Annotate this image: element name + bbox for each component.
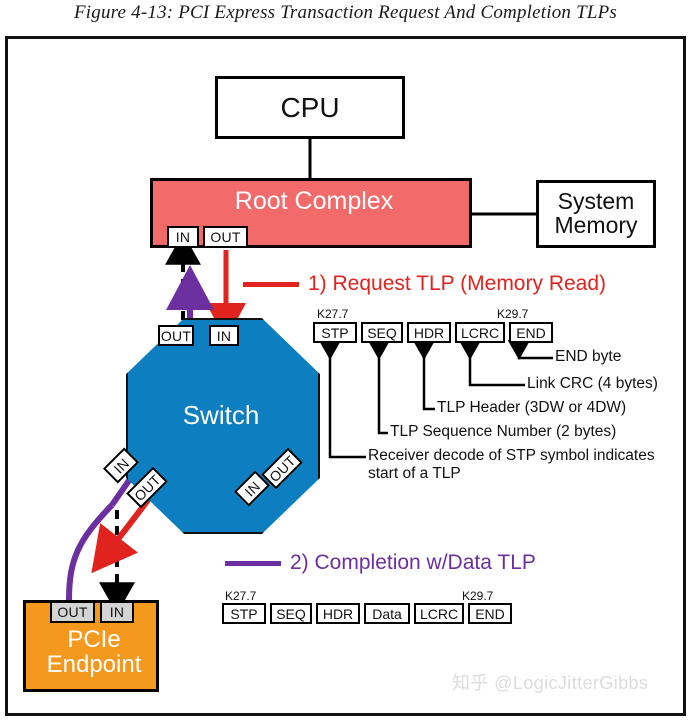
endpoint-port-in: IN xyxy=(100,601,134,623)
switch-node xyxy=(126,318,320,534)
pcie-endpoint-label: PCIe Endpoint xyxy=(26,627,162,677)
tlp-field: END xyxy=(509,322,553,343)
watermark: 知乎 @LogicJitterGibbs xyxy=(452,673,649,693)
tlp-completion-k-end: K29.7 xyxy=(462,589,494,603)
tlp-field: HDR xyxy=(407,322,451,343)
tlp-request-k-start: K27.7 xyxy=(317,307,349,321)
legend-request-label: 1) Request TLP (Memory Read) xyxy=(308,272,607,295)
tlp-field: STP xyxy=(222,603,266,624)
system-memory-label-line1: System xyxy=(557,188,635,215)
legend-completion-swatch xyxy=(225,560,281,566)
tlp-field: Data xyxy=(364,603,410,624)
cpu-label: CPU xyxy=(280,91,340,123)
cpu-node: CPU xyxy=(215,76,405,139)
root-complex-port-in: IN xyxy=(167,226,199,248)
annotation-tlp-header: TLP Header (3DW or 4DW) xyxy=(437,399,627,416)
legend-request-swatch xyxy=(243,281,299,287)
annotation-link-crc: Link CRC (4 bytes) xyxy=(527,375,658,392)
root-complex-label: Root Complex xyxy=(234,187,394,215)
tlp-request-strip: STP SEQ HDR LCRC END xyxy=(313,322,557,343)
tlp-field: LCRC xyxy=(455,322,505,343)
tlp-field: LCRC xyxy=(414,603,464,624)
pcie-endpoint-label-line2: Endpoint xyxy=(46,651,142,679)
tlp-completion-k-start: K27.7 xyxy=(225,589,257,603)
legend-completion: 2) Completion w/Data TLP xyxy=(225,551,536,575)
tlp-field: STP xyxy=(313,322,357,343)
switch-port-in-top: IN xyxy=(209,325,239,346)
root-complex-node: Root Complex xyxy=(150,178,472,248)
tlp-request-k-end: K29.7 xyxy=(497,307,529,321)
tlp-field: SEQ xyxy=(361,322,403,343)
tlp-field: HDR xyxy=(316,603,360,624)
tlp-field: SEQ xyxy=(270,603,312,624)
tlp-completion-strip: STP SEQ HDR Data LCRC END xyxy=(222,603,516,624)
annotation-end-byte: END byte xyxy=(555,348,622,365)
annotation-stp-decode: Receiver decode of STP symbol indicates … xyxy=(368,447,655,483)
switch-port-out-top: OUT xyxy=(158,325,194,346)
system-memory-label-line2: Memory xyxy=(554,212,638,238)
tlp-field: END xyxy=(468,603,512,624)
root-complex-port-out: OUT xyxy=(203,226,248,248)
legend-completion-label: 2) Completion w/Data TLP xyxy=(290,551,536,574)
endpoint-port-out: OUT xyxy=(50,601,95,623)
annotation-tlp-sequence-number: TLP Sequence Number (2 bytes) xyxy=(390,423,617,440)
system-memory-node: System Memory xyxy=(536,180,656,248)
legend-request: 1) Request TLP (Memory Read) xyxy=(243,272,606,296)
figure-title: Figure 4-13: PCI Express Transaction Req… xyxy=(73,2,618,23)
switch-label: Switch xyxy=(182,400,260,430)
pcie-endpoint-label-line1: PCIe xyxy=(67,626,121,653)
